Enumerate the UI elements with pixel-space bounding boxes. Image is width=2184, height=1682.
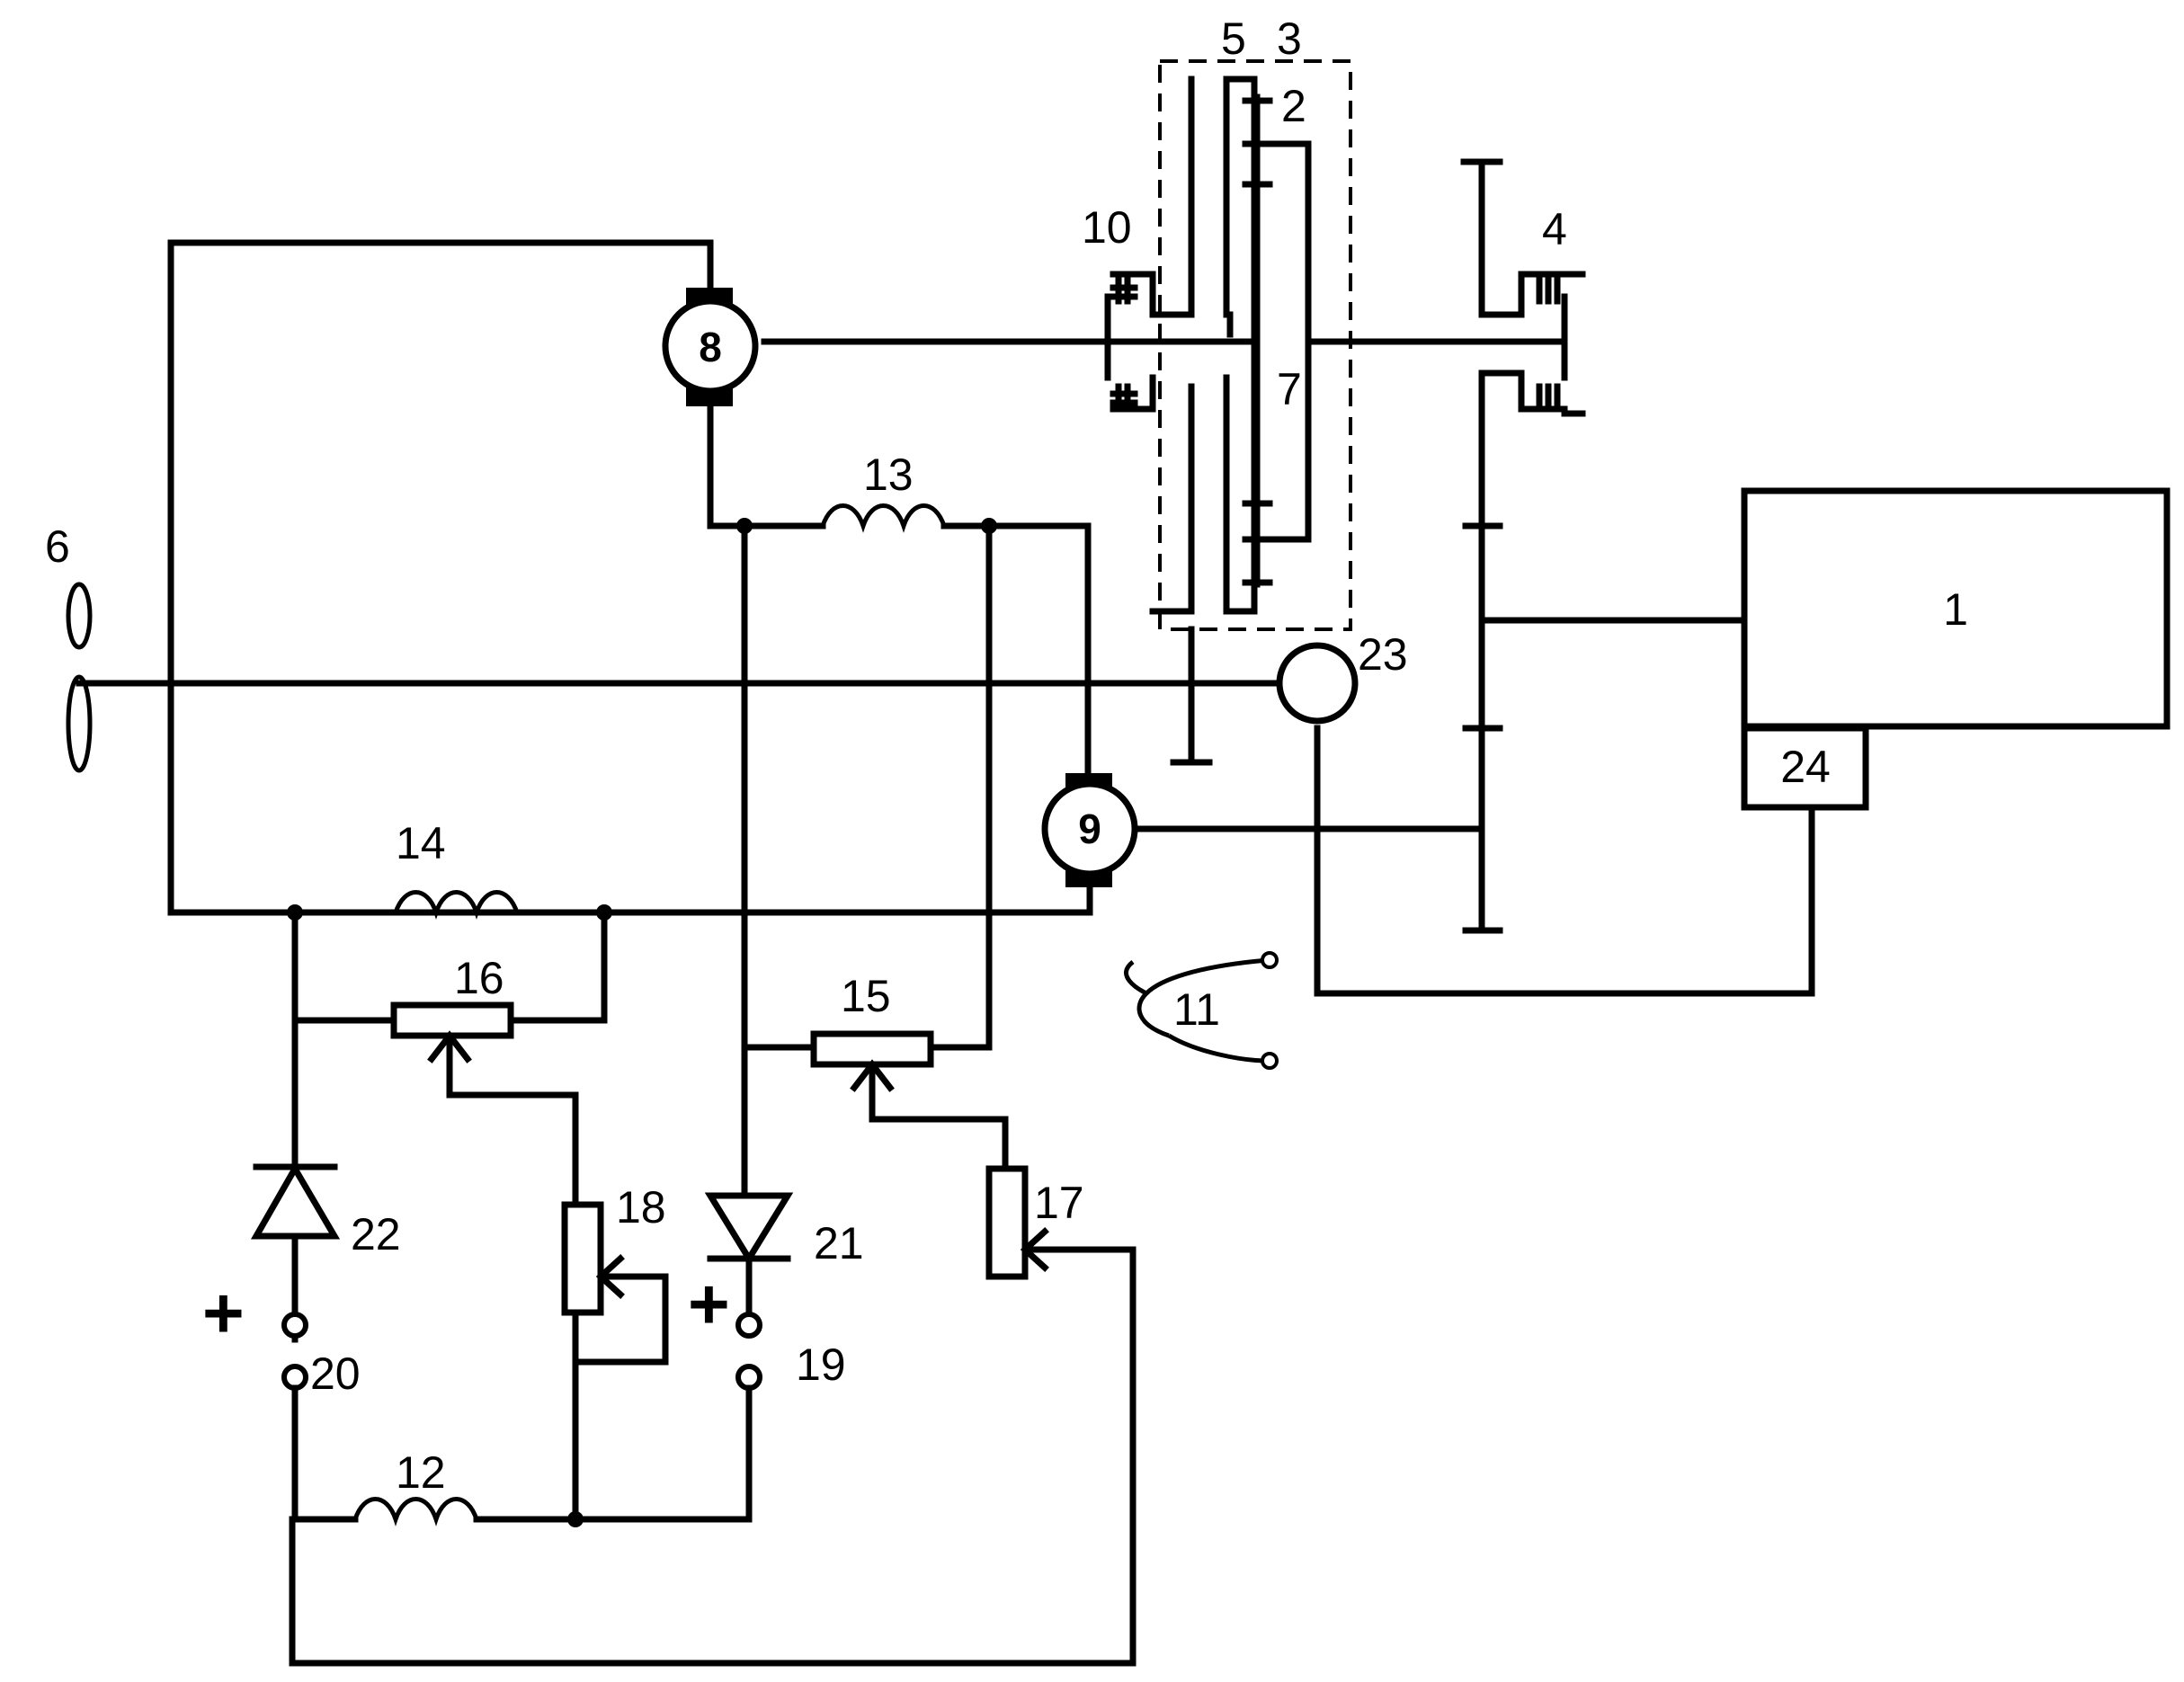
label-3: 3 bbox=[1277, 13, 1302, 64]
label-18: 18 bbox=[616, 1182, 666, 1233]
variable-resistor-17 bbox=[292, 1169, 1133, 1663]
planetary-gear-box-3 bbox=[1153, 61, 1351, 629]
label-9: 9 bbox=[1078, 805, 1101, 852]
output-shaft bbox=[1466, 373, 1744, 930]
label-21: 21 bbox=[814, 1218, 864, 1268]
motor-9: 9 bbox=[1045, 773, 1482, 887]
label-23: 23 bbox=[1358, 629, 1408, 680]
variable-resistor-18 bbox=[565, 1205, 665, 1519]
label-19: 19 bbox=[796, 1339, 846, 1390]
resistor-16 bbox=[295, 912, 604, 1205]
label-16: 16 bbox=[454, 953, 504, 1003]
winding-13 bbox=[823, 506, 944, 527]
resistor-15 bbox=[744, 1034, 1005, 1169]
label-11: 11 bbox=[1173, 984, 1220, 1035]
plus-19: + bbox=[688, 1264, 730, 1344]
label-8: 8 bbox=[699, 324, 722, 370]
label-12: 12 bbox=[396, 1447, 446, 1498]
label-24: 24 bbox=[1780, 742, 1831, 792]
motor-8: 8 bbox=[665, 288, 755, 406]
label-17: 17 bbox=[1034, 1178, 1084, 1228]
plus-20: + bbox=[202, 1273, 245, 1353]
label-7: 7 bbox=[1277, 364, 1302, 414]
label-2: 2 bbox=[1281, 81, 1306, 131]
label-4: 4 bbox=[1542, 204, 1567, 254]
label-15: 15 bbox=[841, 971, 891, 1021]
winding-12 bbox=[355, 1500, 477, 1520]
load-block-1: 1 bbox=[1744, 491, 2167, 726]
sensor-24: 24 bbox=[1317, 728, 1866, 993]
label-14: 14 bbox=[396, 818, 446, 868]
label-10: 10 bbox=[1082, 202, 1132, 253]
label-6: 6 bbox=[45, 521, 70, 572]
label-5: 5 bbox=[1221, 13, 1246, 64]
fan-6: 6 bbox=[45, 521, 1279, 770]
sensor-23: 23 bbox=[1279, 629, 1408, 721]
diode-22 bbox=[256, 1167, 334, 1313]
label-22: 22 bbox=[351, 1209, 401, 1259]
label-13: 13 bbox=[863, 449, 914, 500]
label-20: 20 bbox=[310, 1348, 361, 1399]
label-1: 1 bbox=[1943, 584, 1968, 635]
